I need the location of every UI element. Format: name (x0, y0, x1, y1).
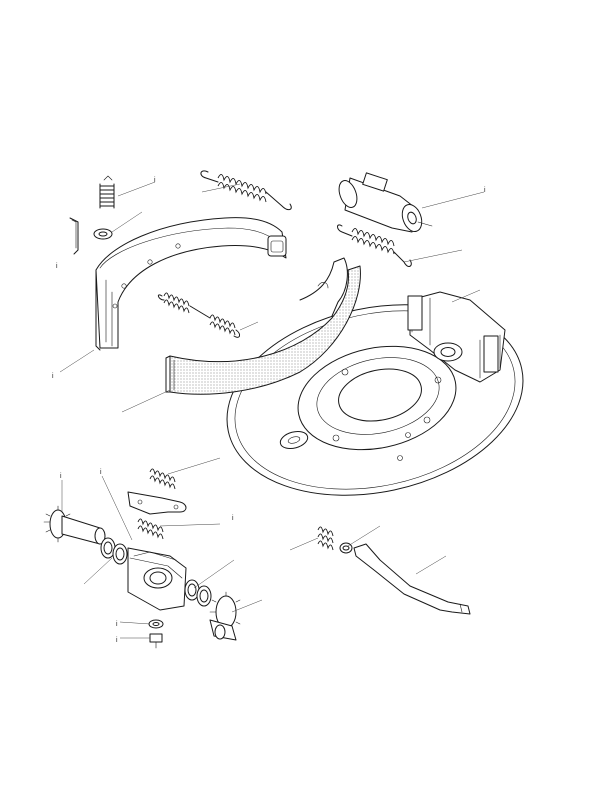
adjuster-spring-lower (137, 518, 164, 540)
adjuster-washers-left (100, 537, 128, 565)
callout-label: i (116, 637, 118, 644)
backing-plate-slot (279, 430, 309, 450)
hold-down-cup (93, 228, 113, 240)
bolt (149, 633, 163, 649)
callout-label: i (100, 469, 102, 476)
parking-brake-lever (353, 543, 471, 615)
callout-label: i (56, 263, 58, 270)
star-adjuster-wheel-left (43, 505, 106, 545)
callout-label: i (232, 515, 234, 522)
hold-down-spring (99, 175, 115, 209)
leader-lines (59, 181, 485, 639)
callout-label: i (52, 373, 54, 380)
primary-brake-shoe (95, 217, 287, 351)
parking-lever-spring (317, 526, 334, 551)
callout-label: i (484, 187, 486, 194)
shoe-connecting-spring (157, 292, 241, 338)
callout-label: i (60, 473, 62, 480)
upper-return-spring (200, 170, 292, 211)
adjuster-housing (127, 547, 187, 611)
adjuster-return-spring (337, 224, 412, 267)
secondary-brake-shoe (165, 257, 361, 395)
washer (148, 619, 164, 629)
wheel-cylinder (338, 172, 433, 233)
star-adjuster-wheel-right (209, 591, 241, 641)
hold-down-pin (69, 217, 79, 255)
adjuster-washers-right (184, 579, 212, 607)
wheel-cylinder-bracket (407, 291, 506, 383)
callout-labels: i i i i i i i i i (52, 177, 486, 644)
callout-label: i (116, 621, 118, 628)
backing-plate (226, 304, 524, 496)
adjuster-lever (127, 491, 187, 515)
callout-label: i (154, 177, 156, 184)
adjuster-spring-upper (149, 468, 176, 490)
